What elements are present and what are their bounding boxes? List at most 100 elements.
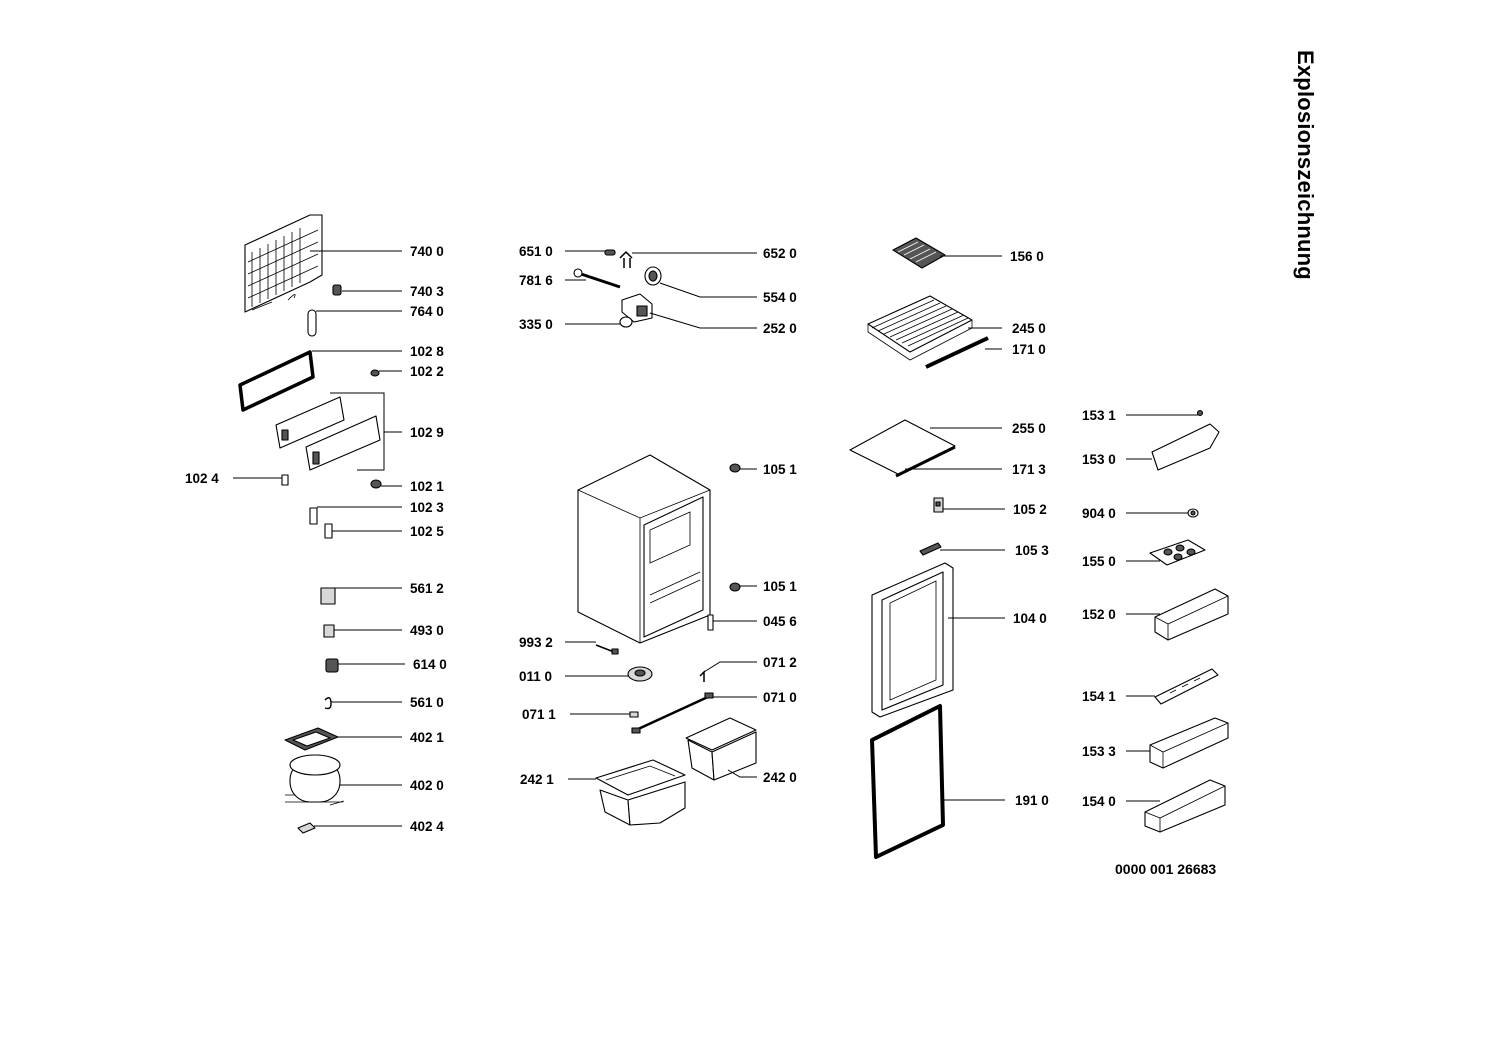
part-105-3 xyxy=(919,542,942,556)
label-561-2: 561 2 xyxy=(410,581,444,596)
part-904-0 xyxy=(1187,508,1199,518)
label-171-3: 171 3 xyxy=(1012,462,1046,477)
label-071-0: 071 0 xyxy=(763,690,797,705)
label-740-3: 740 3 xyxy=(410,284,444,299)
label-102-4: 102 4 xyxy=(185,471,219,486)
label-993-2: 993 2 xyxy=(519,635,553,650)
part-tray-242-0 xyxy=(685,717,757,781)
part-102-2 xyxy=(370,369,380,377)
label-614-0: 614 0 xyxy=(413,657,447,672)
part-102-5 xyxy=(324,523,333,539)
label-255-0: 255 0 xyxy=(1012,421,1046,436)
part-335-0 xyxy=(619,316,633,328)
part-171-3 xyxy=(895,445,956,478)
part-cabinet xyxy=(577,454,711,644)
label-071-1: 071 1 xyxy=(522,707,556,722)
label-152-0: 152 0 xyxy=(1082,607,1116,622)
part-154-1 xyxy=(1154,668,1219,705)
part-651-0 xyxy=(604,249,616,256)
part-071-2 xyxy=(699,670,705,682)
label-651-0: 651 0 xyxy=(519,244,553,259)
part-740-3 xyxy=(332,284,342,296)
part-105-1-lower xyxy=(729,582,741,592)
part-171-0 xyxy=(925,336,989,369)
label-402-0: 402 0 xyxy=(410,778,444,793)
label-153-3: 153 3 xyxy=(1082,744,1116,759)
part-561-2 xyxy=(320,587,336,605)
label-171-0: 171 0 xyxy=(1012,342,1046,357)
label-102-1: 102 1 xyxy=(410,479,444,494)
part-condenser xyxy=(244,214,323,313)
part-154-0 xyxy=(1144,779,1226,833)
part-door xyxy=(871,562,954,718)
part-561-0 xyxy=(324,697,332,710)
label-493-0: 493 0 xyxy=(410,623,444,638)
part-071-1 xyxy=(629,711,639,718)
label-245-0: 245 0 xyxy=(1012,321,1046,336)
part-993-2 xyxy=(595,644,619,655)
part-flap-102-9 xyxy=(275,396,381,471)
part-glass-shelf xyxy=(849,419,956,476)
label-561-0: 561 0 xyxy=(410,695,444,710)
label-105-2: 105 2 xyxy=(1013,502,1047,517)
label-242-0: 242 0 xyxy=(763,770,797,785)
part-102-4 xyxy=(281,474,289,486)
part-gasket-102-8 xyxy=(238,350,315,412)
label-102-9: 102 9 xyxy=(410,425,444,440)
part-493-0 xyxy=(323,624,335,638)
part-652-0 xyxy=(619,250,633,268)
label-105-3: 105 3 xyxy=(1015,543,1049,558)
part-153-0 xyxy=(1151,423,1220,471)
label-153-1: 153 1 xyxy=(1082,408,1116,423)
document-number: 0000 001 26683 xyxy=(1115,861,1217,877)
part-thermostat xyxy=(621,293,653,323)
part-ice-tray xyxy=(892,237,946,269)
label-071-2: 071 2 xyxy=(763,655,797,670)
label-335-0: 335 0 xyxy=(519,317,553,332)
part-045-6 xyxy=(707,614,714,631)
label-155-0: 155 0 xyxy=(1082,554,1116,569)
label-554-0: 554 0 xyxy=(763,290,797,305)
label-154-1: 154 1 xyxy=(1082,689,1116,704)
label-102-5: 102 5 xyxy=(410,524,444,539)
part-764-0 xyxy=(307,309,317,337)
part-compressor xyxy=(285,754,345,806)
label-102-3: 102 3 xyxy=(410,500,444,515)
part-door-gasket xyxy=(870,704,945,859)
part-105-2 xyxy=(933,497,944,513)
label-740-0: 740 0 xyxy=(410,244,444,259)
label-045-6: 045 6 xyxy=(763,614,797,629)
part-071-0 xyxy=(631,692,714,734)
label-011-0: 011 0 xyxy=(519,669,552,684)
label-105-1-lower: 105 1 xyxy=(763,579,797,594)
label-104-0: 104 0 xyxy=(1013,611,1047,626)
part-door-shelf-152-0 xyxy=(1154,588,1229,641)
part-105-1-top xyxy=(729,463,741,473)
part-102-3 xyxy=(309,507,318,525)
label-191-0: 191 0 xyxy=(1015,793,1049,808)
label-105-1-top: 105 1 xyxy=(763,462,797,477)
part-402-1 xyxy=(284,727,339,751)
label-652-0: 652 0 xyxy=(763,246,797,261)
part-402-4 xyxy=(297,822,316,834)
part-tray-242-1 xyxy=(595,759,686,826)
part-102-1 xyxy=(370,479,382,489)
part-781-6 xyxy=(573,268,621,289)
label-153-0: 153 0 xyxy=(1082,452,1116,467)
label-252-0: 252 0 xyxy=(763,321,797,336)
label-242-1: 242 1 xyxy=(520,772,554,787)
diagram-title: Explosionszeichnung xyxy=(1293,50,1318,280)
part-011-0 xyxy=(627,666,653,682)
label-402-1: 402 1 xyxy=(410,730,444,745)
part-153-3 xyxy=(1149,717,1229,769)
label-764-0: 764 0 xyxy=(410,304,444,319)
part-614-0 xyxy=(325,658,339,673)
part-knob-554-0 xyxy=(644,266,662,286)
label-102-2: 102 2 xyxy=(410,364,444,379)
label-154-0: 154 0 xyxy=(1082,794,1116,809)
part-egg-tray xyxy=(1149,539,1206,566)
label-102-8: 102 8 xyxy=(410,344,444,359)
label-904-0: 904 0 xyxy=(1082,506,1116,521)
label-402-4: 402 4 xyxy=(410,819,444,834)
